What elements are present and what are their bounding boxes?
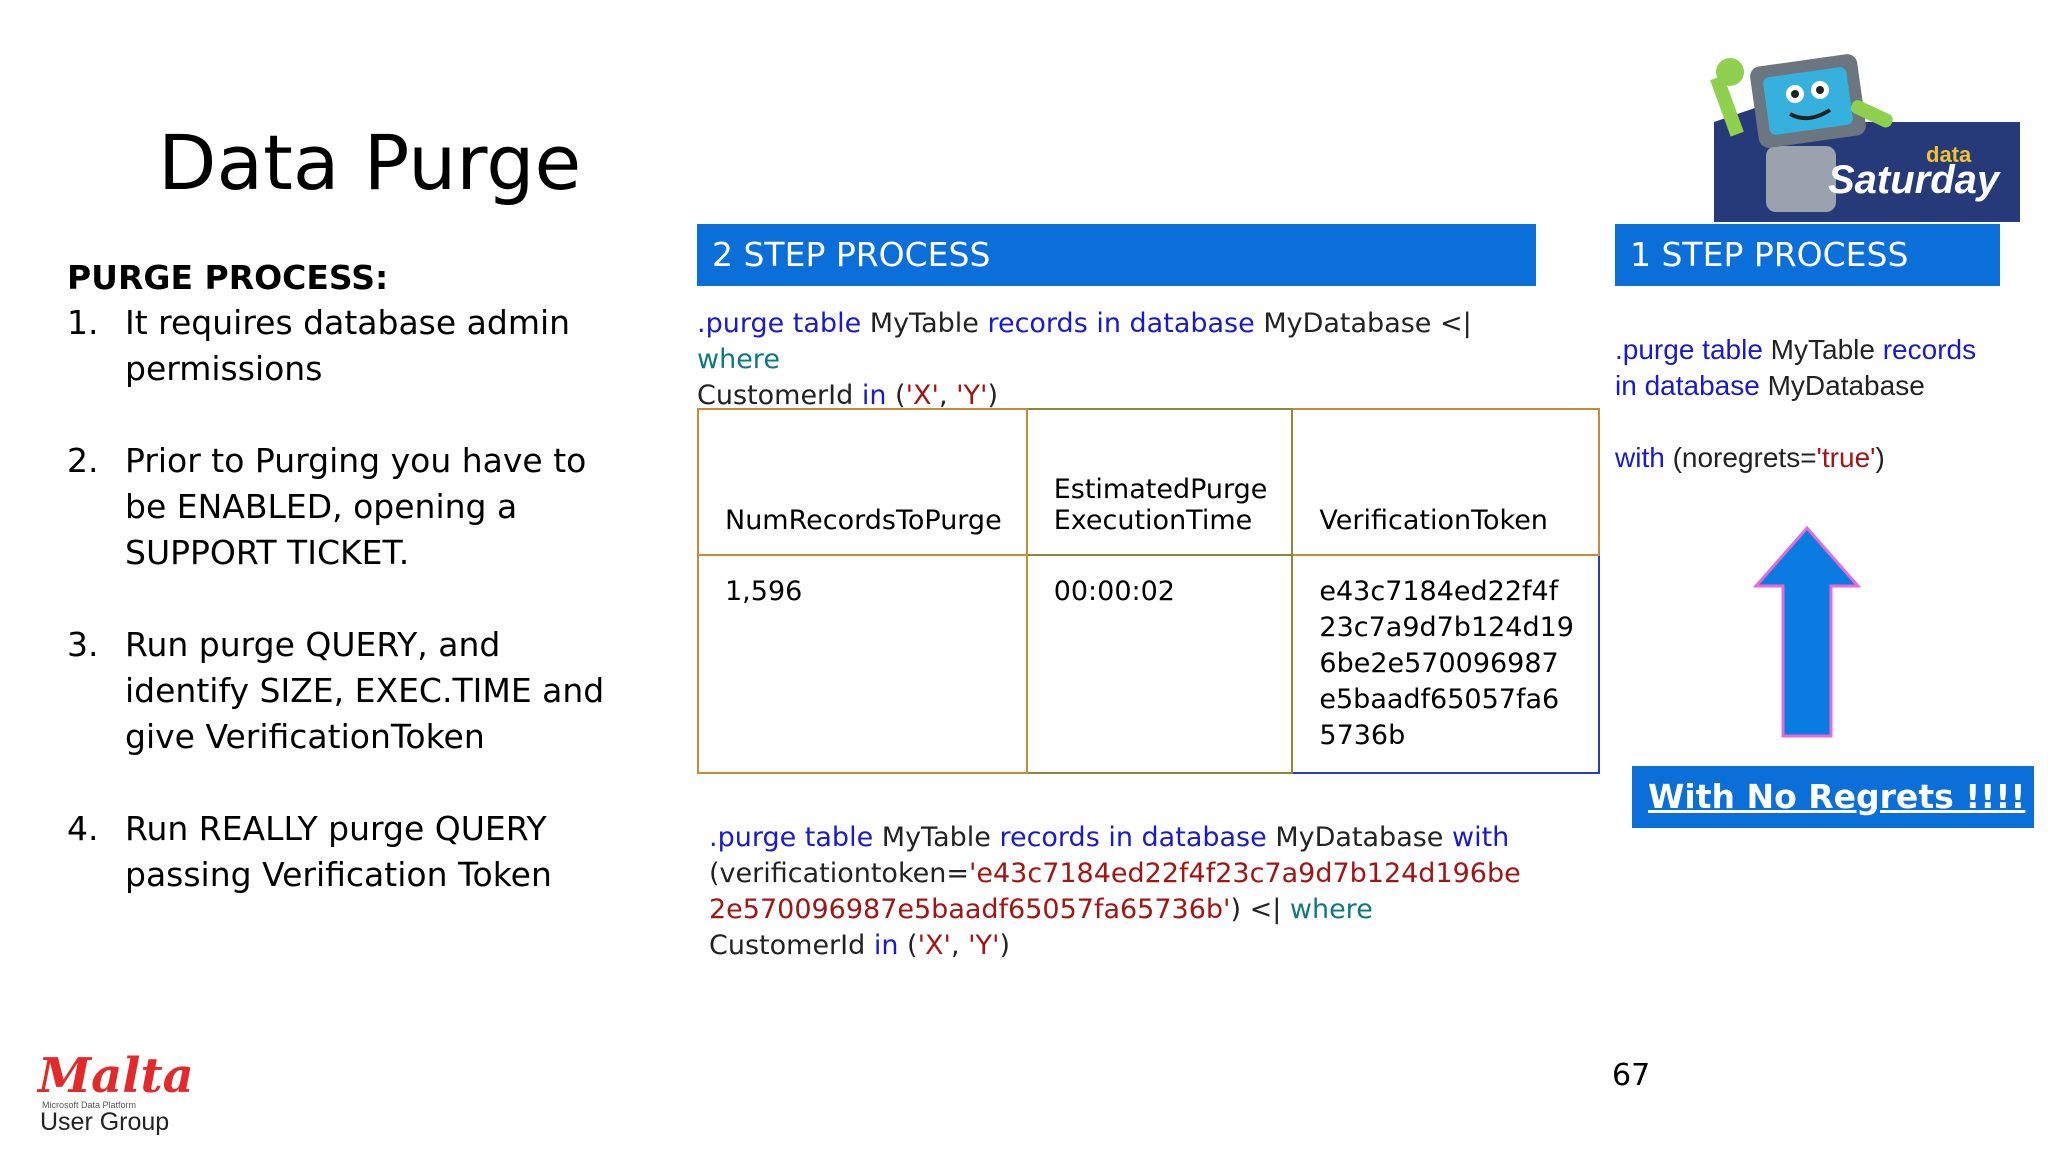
table-cell: 00:00:02 bbox=[1025, 554, 1294, 774]
logo-data-text: data bbox=[1926, 142, 1972, 167]
list-item: 2. Prior to Purging you have to be ENABL… bbox=[67, 438, 627, 576]
two-step-header: 2 STEP PROCESS bbox=[697, 224, 1536, 286]
query-identifier: MyDatabase <| bbox=[1254, 308, 1472, 339]
table-header-cell: EstimatedPurge ExecutionTime bbox=[1025, 408, 1294, 556]
query-identifier: MyDatabase bbox=[1759, 370, 1925, 401]
query-punctuation: ) <| bbox=[1230, 894, 1290, 925]
query-keyword: records in database bbox=[999, 822, 1267, 853]
page-number: 67 bbox=[1612, 1058, 1651, 1093]
up-arrow-icon bbox=[1752, 525, 1862, 738]
step-number: 3. bbox=[67, 625, 99, 664]
query-string: 'X' bbox=[917, 930, 951, 961]
list-item: 3. Run purge QUERY, and identify SIZE, E… bbox=[67, 622, 627, 760]
table-row: 1,596 00:00:02 e43c7184ed22f4f 23c7a9d7b… bbox=[697, 554, 1600, 774]
purge-query-step2: .purge table MyTable records in database… bbox=[709, 820, 1529, 964]
query-identifier: MyTable bbox=[1762, 334, 1883, 365]
purge-query-one-step: .purge table MyTable records in database… bbox=[1615, 332, 2015, 476]
query-string: 'X' bbox=[905, 380, 939, 411]
purge-query-step1: .purge table MyTable records in database… bbox=[697, 306, 1517, 414]
step-number: 2. bbox=[67, 441, 99, 480]
no-regrets-banner: With No Regrets !!!! bbox=[1632, 766, 2034, 828]
query-punctuation: ) bbox=[1875, 442, 1885, 473]
logo-saturday-text: Saturday bbox=[1828, 158, 2000, 202]
query-identifier: (verificationtoken= bbox=[709, 858, 969, 889]
table-header-row: NumRecordsToPurge EstimatedPurge Executi… bbox=[697, 408, 1600, 556]
slide-title: Data Purge bbox=[158, 118, 582, 207]
table-header-cell: VerificationToken bbox=[1291, 408, 1600, 556]
query-punctuation: ) bbox=[999, 930, 1010, 961]
query-identifier: MyDatabase bbox=[1266, 822, 1453, 853]
query-punctuation: , bbox=[938, 380, 957, 411]
one-step-header: 1 STEP PROCESS bbox=[1615, 224, 2000, 286]
query-identifier: CustomerId bbox=[709, 930, 874, 961]
verification-token-cell: e43c7184ed22f4f 23c7a9d7b124d19 6be2e570… bbox=[1291, 554, 1600, 774]
data-saturday-mascot-icon bbox=[1710, 54, 2020, 222]
query-keyword: records in database bbox=[987, 308, 1255, 339]
query-keyword: in bbox=[861, 380, 887, 411]
malta-logo-text: Malta bbox=[38, 1048, 194, 1104]
query-keyword: .purge table bbox=[709, 822, 874, 853]
data-saturday-logo: data Saturday bbox=[1700, 36, 2020, 222]
query-operator: where bbox=[697, 344, 780, 375]
malta-logo-group: User Group bbox=[40, 1108, 170, 1136]
query-identifier: CustomerId bbox=[697, 380, 862, 411]
query-punctuation: ) bbox=[987, 380, 998, 411]
step-text: It requires database admin permissions bbox=[125, 303, 571, 388]
query-operator: where bbox=[1289, 894, 1373, 925]
query-punctuation: , bbox=[950, 930, 969, 961]
query-string: 'Y' bbox=[956, 380, 988, 411]
step-text: Prior to Purging you have to be ENABLED,… bbox=[125, 441, 587, 572]
query-identifier: MyTable bbox=[873, 822, 1000, 853]
purge-process-heading: PURGE PROCESS: bbox=[67, 258, 389, 297]
query-string: 'true' bbox=[1816, 442, 1876, 473]
table-header-cell: NumRecordsToPurge bbox=[697, 408, 1028, 556]
query-keyword: in bbox=[873, 930, 899, 961]
query-keyword: with bbox=[1452, 822, 1510, 853]
step-number: 1. bbox=[67, 303, 99, 342]
query-punctuation: ( bbox=[886, 380, 906, 411]
step-text: Run purge QUERY, and identify SIZE, EXEC… bbox=[125, 625, 605, 756]
malta-logo-subtitle: Microsoft Data Platform bbox=[42, 1100, 137, 1110]
query-keyword: in database bbox=[1615, 370, 1760, 401]
table-cell: 1,596 bbox=[697, 554, 1028, 774]
purge-result-table: NumRecordsToPurge EstimatedPurge Executi… bbox=[697, 408, 1600, 774]
query-keyword: .purge table bbox=[1615, 334, 1763, 365]
query-keyword: with bbox=[1615, 442, 1665, 473]
query-identifier: (noregrets= bbox=[1664, 442, 1817, 473]
query-keyword: .purge table bbox=[697, 308, 862, 339]
query-string: 'Y' bbox=[968, 930, 1000, 961]
purge-steps-list: 1. It requires database admin permission… bbox=[67, 300, 627, 944]
query-punctuation: ( bbox=[898, 930, 918, 961]
query-identifier: MyTable bbox=[861, 308, 988, 339]
query-keyword: records bbox=[1882, 334, 1977, 365]
step-number: 4. bbox=[67, 809, 99, 848]
list-item: 1. It requires database admin permission… bbox=[67, 300, 627, 392]
step-text: Run REALLY purge QUERY passing Verificat… bbox=[125, 809, 552, 894]
query-string: 'e43c7184ed22f4f23c7a9d7b124d196be2e5700… bbox=[709, 858, 1521, 925]
list-item: 4. Run REALLY purge QUERY passing Verifi… bbox=[67, 806, 627, 898]
